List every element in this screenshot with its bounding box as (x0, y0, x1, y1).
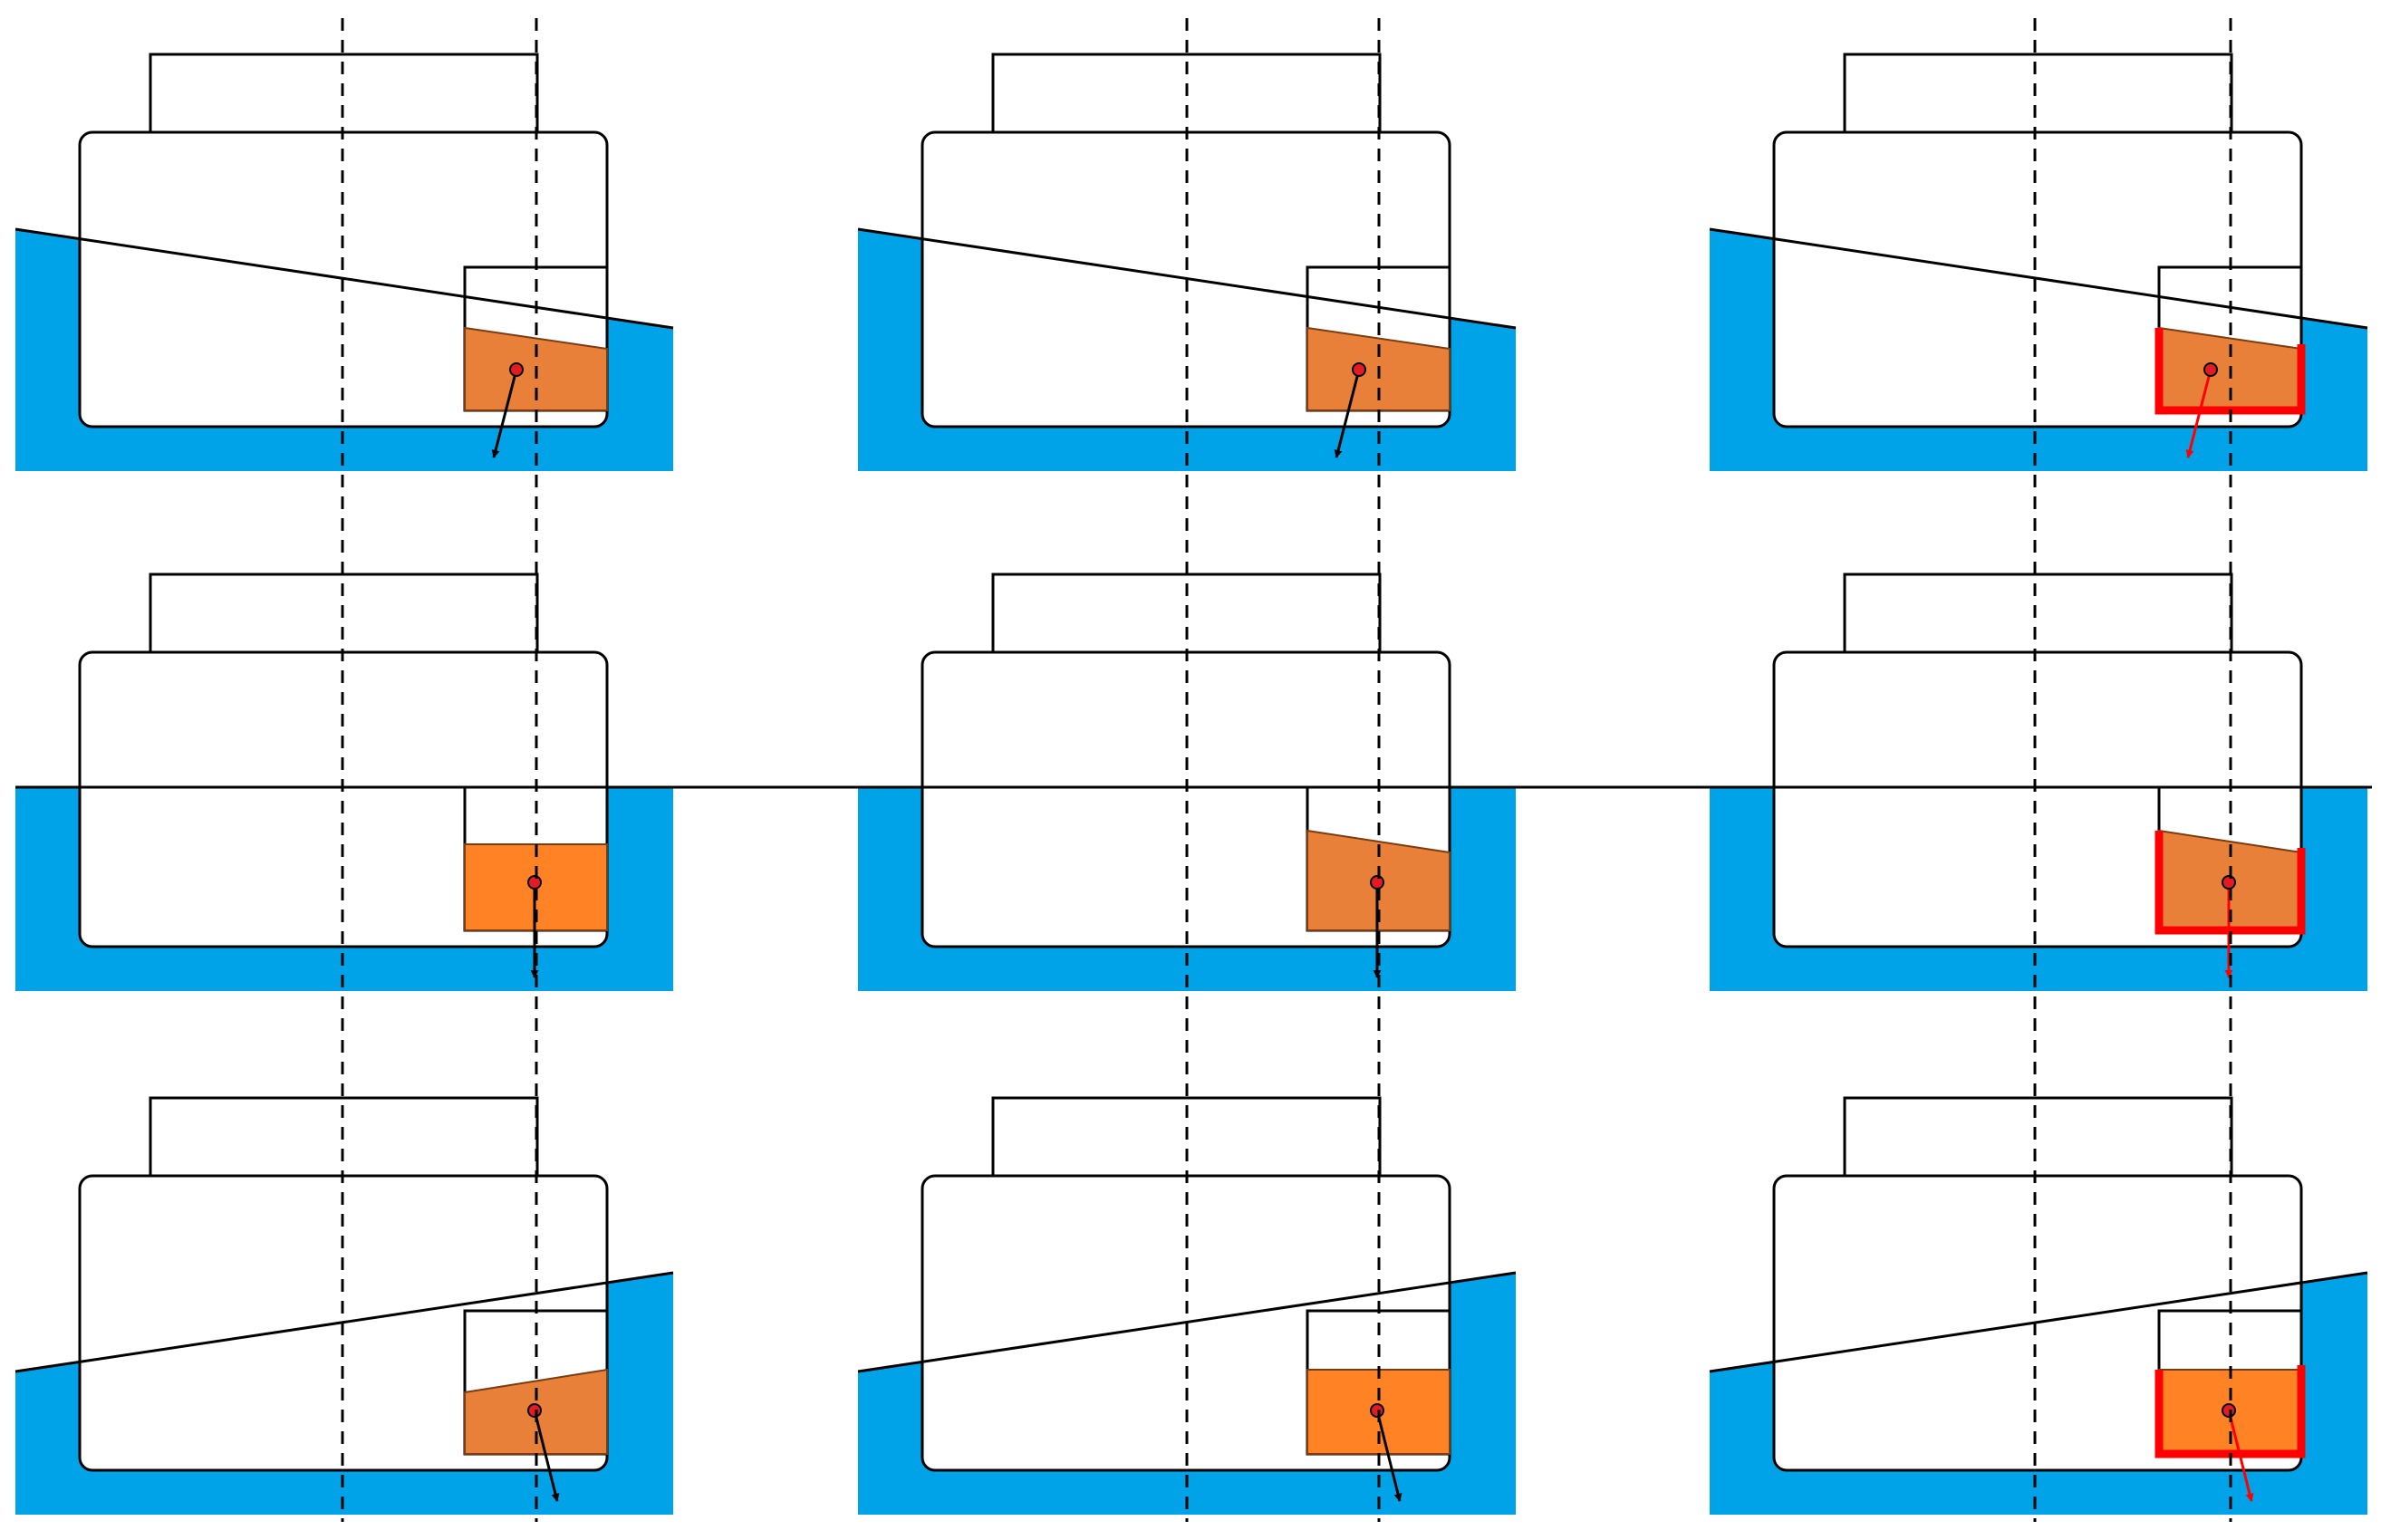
center-of-gravity-dot-icon (509, 362, 524, 377)
waterline (857, 1271, 1517, 1373)
waterline (1709, 1271, 2368, 1373)
center-of-gravity-dot-icon (2222, 1403, 2236, 1418)
center-of-gravity-dot-icon (1370, 1403, 1384, 1418)
gravity-arrow-icon (1334, 369, 1361, 458)
reference-lines (292, 18, 2372, 1522)
gravity-arrow-icon (2227, 1410, 2254, 1502)
panel-grid (14, 53, 2368, 1515)
gravity-arrow-icon (1375, 1410, 1403, 1502)
panel-upright-col1 (15, 573, 673, 991)
panel-upright-col3 (1710, 573, 2367, 991)
waterline (14, 227, 674, 330)
gravity-arrow-icon (2185, 369, 2212, 458)
center-of-gravity-dot-icon (2203, 362, 2218, 377)
waterline (14, 1271, 674, 1373)
waterline (1709, 227, 2368, 330)
center-of-gravity-dot-icon (527, 875, 542, 890)
center-of-gravity-dot-icon (1370, 875, 1384, 890)
gravity-arrow-icon (491, 369, 518, 458)
panel-heel-right-col3 (1709, 1096, 2368, 1515)
gravity-arrow-icon (533, 1410, 560, 1502)
center-of-gravity-dot-icon (1352, 362, 1366, 377)
waterline (857, 227, 1517, 330)
center-of-gravity-dot-icon (527, 1403, 542, 1418)
center-of-gravity-dot-icon (2222, 875, 2236, 890)
